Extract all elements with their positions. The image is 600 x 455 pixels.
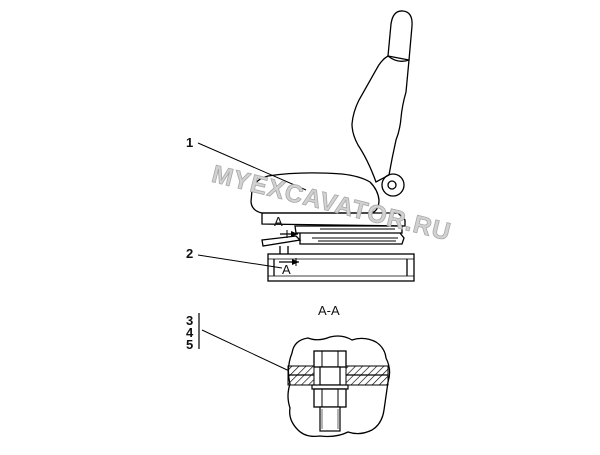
mounting-base (267, 253, 415, 282)
callout-group-3-4-5: 3 4 5 (186, 313, 301, 377)
seat-frame (261, 212, 406, 227)
callout-3-number: 3 (186, 313, 193, 328)
callout-2: 2 (186, 246, 283, 269)
section-marker-lower: A (279, 258, 299, 277)
callout-4-number: 4 (186, 325, 194, 340)
callout-2-number: 2 (186, 246, 193, 261)
bolt-shank (319, 366, 341, 386)
suspension-bellows (294, 225, 405, 245)
adjust-lever (261, 235, 302, 247)
backrest (351, 55, 410, 183)
section-marker-upper: A (274, 214, 298, 238)
headrest (387, 10, 413, 62)
section-title: A-A (318, 303, 340, 318)
bolt-end (319, 406, 341, 432)
section-letter-upper: A (274, 214, 283, 229)
seat-view (250, 10, 415, 282)
armrest-pivot (381, 173, 405, 197)
section-letter-lower: A (282, 262, 291, 277)
section-detail (287, 335, 391, 438)
armrest-pivot-hub (387, 180, 397, 190)
nut (313, 388, 347, 408)
callout-1-number: 1 (186, 135, 193, 150)
callout-1: 1 (186, 135, 307, 191)
bolt-head (313, 350, 347, 368)
callout-5-number: 5 (186, 337, 193, 352)
